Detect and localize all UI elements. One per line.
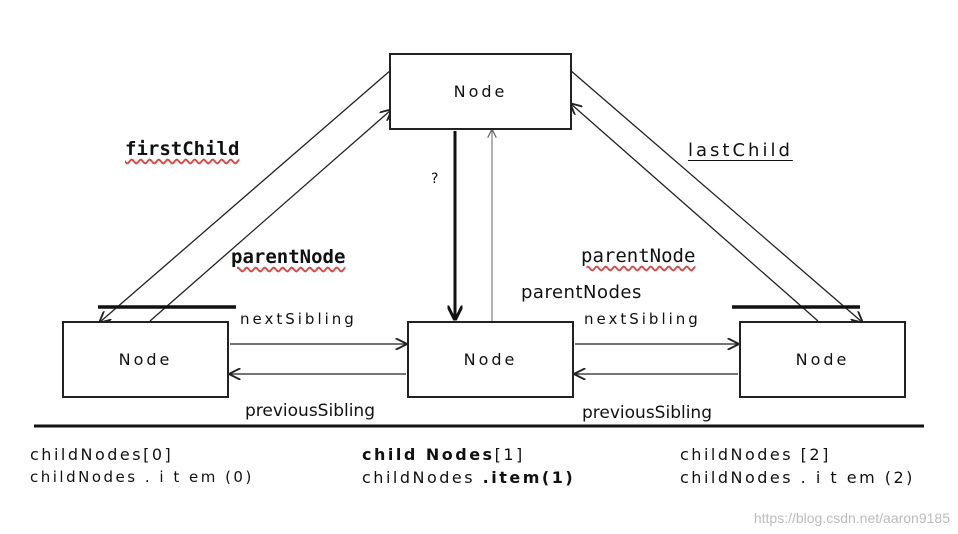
child-nodes-item-1-label: childNodes .item(1) (362, 468, 575, 487)
child-nodes-2-label: childNodes [2] (680, 445, 831, 464)
last-child-arrow (569, 69, 862, 322)
watermark-text: https://blog.csdn.net/aaron9185 (753, 510, 950, 526)
child-nodes-1-label: child Nodes[1] (362, 445, 525, 464)
previous-sibling-right-label: previousSibling (582, 403, 712, 423)
node-right: Node (739, 321, 906, 398)
parent-node-left-arrow (149, 110, 391, 322)
child-nodes-0-label: childNodes[0] (30, 445, 174, 464)
child-nodes-item-1-prefix: childNodes (362, 468, 483, 487)
child-nodes-item-2-label: childNodes . i t em (2) (680, 468, 915, 487)
parent-nodes-label: parentNodes (521, 282, 642, 303)
child-nodes-item-1-bold: .item(1) (482, 468, 576, 487)
previous-sibling-left-label: previousSibling (245, 401, 375, 421)
next-sibling-left-label: nextSibling (240, 310, 357, 328)
question-mark-label: ? (431, 171, 439, 187)
node-middle-label: Node (463, 350, 518, 369)
parent-node-right-label: parentNode (581, 245, 696, 267)
parent-node-left-label: parentNode (231, 246, 346, 268)
first-child-arrow (100, 69, 392, 322)
node-top: Node (389, 53, 572, 130)
child-nodes-1-index: [1] (494, 445, 525, 464)
last-child-label: lastChild (688, 140, 793, 161)
first-child-label: firstChild (125, 138, 240, 160)
node-right-label: Node (795, 350, 850, 369)
child-nodes-item-0-label: childNodes . i t em (0) (30, 468, 254, 486)
next-sibling-right-label: nextSibling (584, 310, 701, 328)
child-nodes-1-bold: child Nodes (362, 445, 495, 464)
node-left: Node (62, 321, 229, 398)
node-middle: Node (407, 321, 574, 398)
parent-node-right-arrow (571, 104, 819, 322)
node-top-label: Node (453, 82, 508, 101)
node-left-label: Node (118, 350, 173, 369)
